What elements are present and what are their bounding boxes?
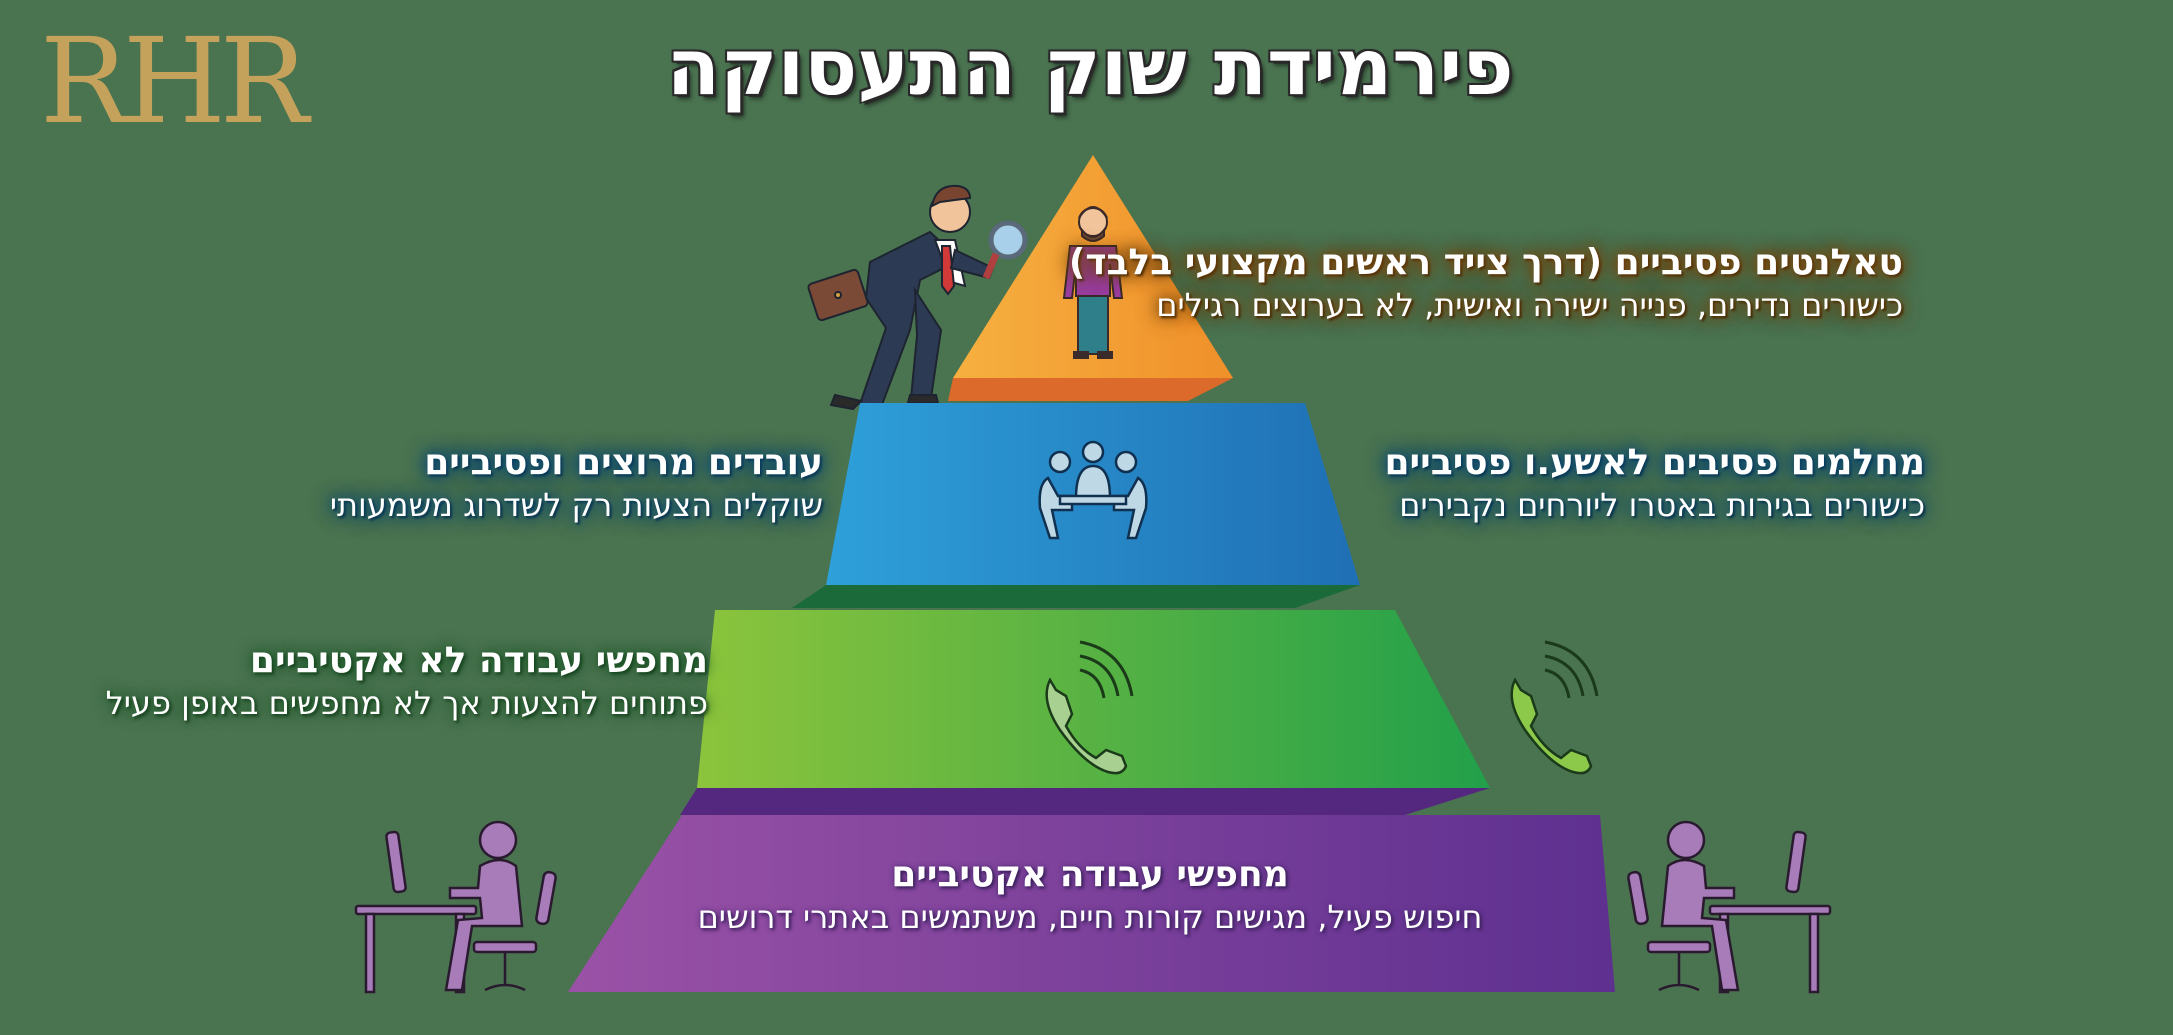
tier-base: [568, 815, 1615, 992]
tier-upper-middle-right-heading: מחלמים פסיבים לאשע.ו פסיביים: [1384, 442, 1925, 483]
page-title: פירמידת שוק התעסוקה: [666, 23, 1514, 113]
tier-lower-middle-heading: מחפשי עבודה לא אקטיביים: [249, 640, 708, 681]
person-at-computer-icon: [354, 820, 557, 994]
person-at-computer-icon: [1627, 820, 1832, 994]
phone-ringing-icon: [1510, 640, 1599, 775]
rhr-logo: RHR: [40, 12, 309, 150]
meeting-people-icon: [1038, 440, 1148, 540]
tier-upper-middle: [792, 403, 1360, 608]
standing-person-icon: [1062, 206, 1124, 359]
tier-upper-middle-left-subtext: שוקלים הצעות רק לשדרוג משמעותי: [329, 486, 823, 524]
tier-lower-middle: [680, 610, 1490, 815]
tier-lower-middle-subtext: פתוחים להצעות אך לא מחפשים באופן פעיל: [105, 684, 708, 722]
tier-upper-middle-left-heading: עובדים מרוצים ופסיביים: [424, 442, 823, 483]
tier-top: [948, 155, 1233, 401]
tier-lower-middle-label: מחפשי עבודה לא אקטיביים פתוחים להצעות אך…: [106, 638, 708, 723]
tier-base-subtext: חיפוש פעיל, מגישים קורות חיים, משתמשים ב…: [697, 898, 1483, 936]
phone-ringing-icon: [1045, 640, 1134, 775]
tier-base-label: מחפשי עבודה אקטיביים חיפוש פעיל, מגישים …: [690, 852, 1490, 937]
tier-upper-middle-left-label: עובדים מרוצים ופסיביים שוקלים הצעות רק ל…: [330, 440, 823, 525]
tier-upper-middle-right-label: מחלמים פסיבים לאשע.ו פסיביים כישורים בגי…: [1384, 440, 1925, 525]
tier-top-label: טאלנטים פסיביים (דרך צייד ראשים מקצועי ב…: [1069, 240, 1903, 325]
recruiter-magnifying-glass-illustration: [807, 184, 1028, 412]
tier-top-heading: טאלנטים פסיביים (דרך צייד ראשים מקצועי ב…: [1068, 242, 1903, 283]
tier-upper-middle-right-subtext: כישורים בגירות באטרו ליורחים נקבירים: [1399, 486, 1925, 524]
tier-top-subtext: כישורים נדירים, פנייה ישירה ואישית, לא ב…: [1156, 286, 1903, 324]
tier-base-heading: מחפשי עבודה אקטיביים: [891, 854, 1289, 895]
